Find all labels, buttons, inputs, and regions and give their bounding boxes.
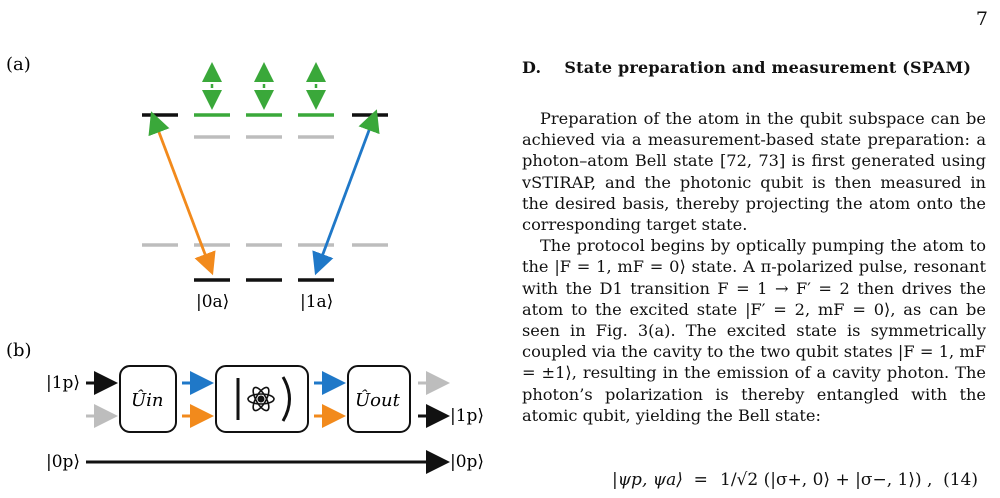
page-number: 7: [975, 8, 988, 30]
input-1p-label: |1p⟩: [46, 373, 80, 393]
circuit-diagram: |1p⟩ Ûin Ûout |1p⟩ |0p⟩ |0p⟩: [46, 365, 484, 474]
output-1p-label: |1p⟩: [450, 406, 484, 426]
figure-3: (a) (b) |0a⟩ |1a⟩ |1p⟩: [6, 54, 484, 474]
state-0a-label: |0a⟩: [196, 292, 229, 312]
section-body: Preparation of the atom in the qubit sub…: [522, 108, 986, 426]
section-heading: D. State preparation and measurement (SP…: [522, 58, 972, 77]
paragraph-1: Preparation of the atom in the qubit sub…: [522, 109, 986, 235]
state-1a-label: |1a⟩: [300, 292, 333, 312]
u-in-label: Ûin: [131, 388, 164, 411]
panel-a-label: (a): [6, 54, 31, 75]
u-in-box: [119, 365, 177, 433]
ket-bracket: [281, 376, 291, 422]
u-out-label: Ûout: [355, 388, 401, 411]
level-diagram: |0a⟩ |1a⟩: [142, 62, 388, 312]
blue-transition-arrow: [312, 109, 380, 276]
equation-lhs: |ψp, ψa⟩ =: [612, 470, 708, 490]
paragraph-2: The protocol begins by optically pumping…: [522, 236, 986, 425]
equation-rhs: 1/√2 (|σ+, 0⟩ + |σ−, 1⟩) ,: [720, 470, 933, 490]
orange-transition-arrow: [148, 111, 216, 276]
output-0p-label: |0p⟩: [450, 452, 484, 472]
input-0p-label: |0p⟩: [46, 452, 80, 472]
panel-b-label: (b): [6, 340, 32, 361]
equation-number: (14): [943, 470, 978, 490]
u-out-box: [347, 365, 411, 433]
atom-icon: [247, 386, 275, 412]
